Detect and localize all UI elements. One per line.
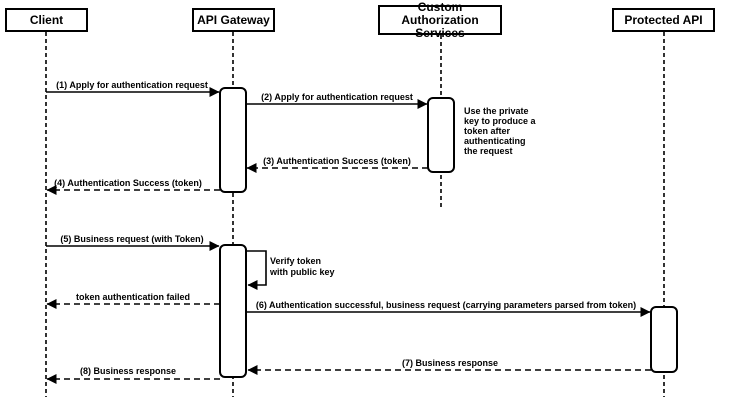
actor-custom-authorization-services-label: Custom Authorization Services xyxy=(401,0,479,40)
message-label-6: (6) Authentication successful, business … xyxy=(255,300,637,310)
activation-api-gateway-business xyxy=(219,244,247,378)
activation-custom-authorization-services xyxy=(427,97,455,173)
actor-custom-authorization-services: Custom Authorization Services xyxy=(378,0,502,39)
note-private-key: Use the private key to produce a token a… xyxy=(464,106,536,156)
message-label-7: (7) Business response xyxy=(401,358,499,368)
arrow-self-verify-token xyxy=(246,250,267,290)
activation-protected-api xyxy=(650,306,678,373)
message-label-verify-token: Verify token with public key xyxy=(270,256,335,277)
actor-api-gateway: API Gateway xyxy=(192,8,275,32)
actor-api-gateway-label: API Gateway xyxy=(197,12,270,27)
message-label-3: (3) Authentication Success (token) xyxy=(263,156,411,166)
message-label-5: (5) Business request (with Token) xyxy=(60,234,204,244)
message-label-2: (2) Apply for authentication request xyxy=(261,92,413,102)
message-label-4: (4) Authentication Success (token) xyxy=(54,178,202,188)
message-label-8: (8) Business response xyxy=(79,366,177,376)
actor-protected-api: Protected API xyxy=(612,8,715,32)
actor-client-label: Client xyxy=(29,12,64,27)
actor-client: Client xyxy=(5,8,88,32)
message-label-token-auth-failed: token authentication failed xyxy=(75,292,191,302)
actor-protected-api-label: Protected API xyxy=(624,12,703,27)
activation-api-gateway-auth xyxy=(219,87,247,193)
message-label-1: (1) Apply for authentication request xyxy=(56,80,208,90)
